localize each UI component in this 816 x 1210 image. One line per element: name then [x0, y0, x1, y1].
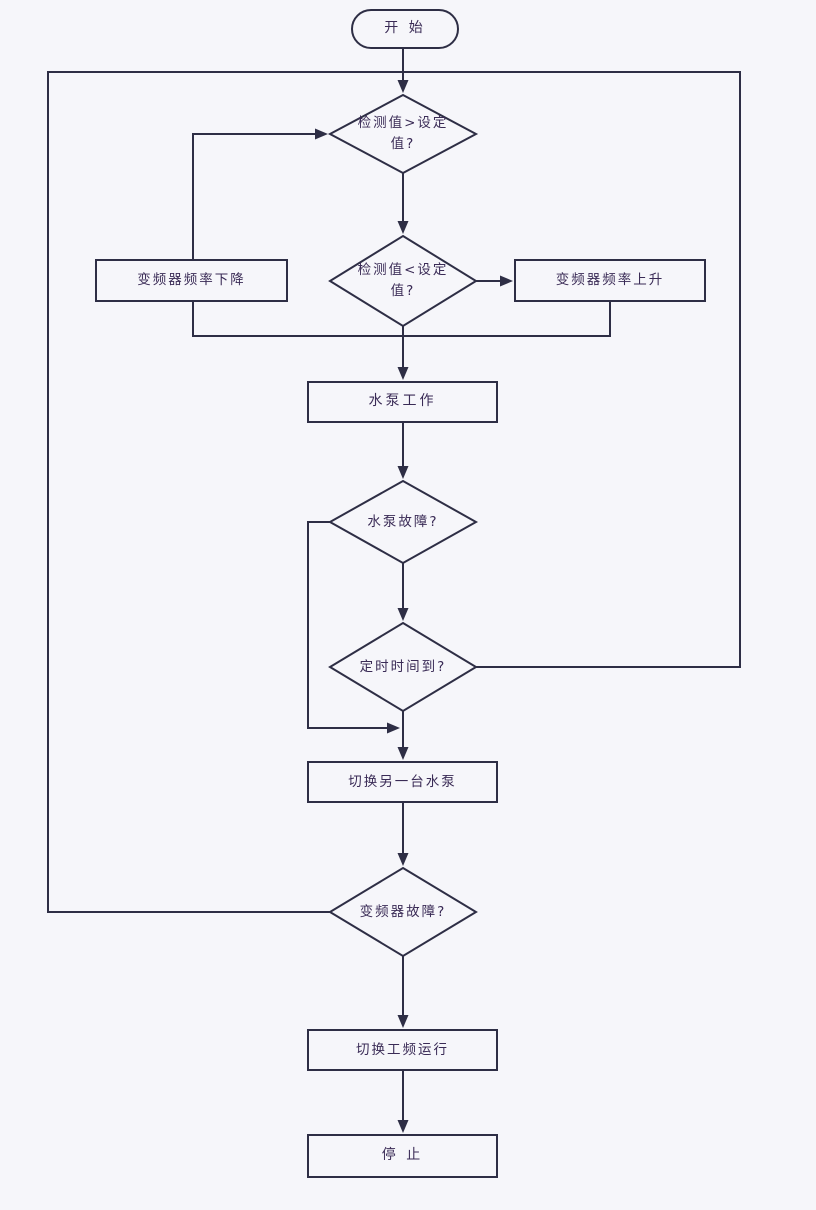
- connector-freq-up-merge: [403, 301, 611, 337]
- freq-up-process-shape: [514, 259, 706, 302]
- freq-up-node-label: 变频器频率上升: [555, 272, 665, 289]
- stop-process-shape: [307, 1134, 498, 1178]
- inverter-fault-node-label: 变频器故障?: [359, 903, 447, 920]
- pump-work-process-shape: [307, 381, 498, 423]
- start-terminator-shape: [351, 9, 459, 49]
- freq-down-node-label: 变频器频率下降: [137, 272, 246, 289]
- connector-feedback-loop: [47, 71, 741, 913]
- timer-due-decision-shape: [328, 621, 478, 713]
- stop-node-label: 停 止: [381, 1147, 424, 1164]
- check-below-node-label: 检测值<设定值?: [357, 262, 449, 299]
- connector-freq-down-to-check-above: [192, 128, 328, 260]
- start-node-label: 开 始: [384, 20, 426, 37]
- connector-freq-down-merge: [192, 301, 403, 337]
- pump-work-node-label: 水泵工作: [368, 393, 437, 410]
- power-freq-process-shape: [307, 1029, 498, 1071]
- inverter-fault-decision-shape: [328, 866, 478, 958]
- freq-down-process-shape: [95, 259, 288, 302]
- switch-pump-node-label: 切换另一台水泵: [348, 773, 457, 790]
- timer-due-node-label: 定时时间到?: [359, 658, 447, 675]
- power-freq-node-label: 切换工频运行: [356, 1041, 449, 1058]
- connector-pump-fault-bypass: [307, 521, 400, 734]
- pump-fault-decision-shape: [327, 479, 479, 565]
- check-below-decision-shape: [328, 234, 478, 328]
- switch-pump-process-shape: [307, 761, 498, 803]
- check-above-decision-shape: [327, 93, 479, 175]
- check-above-node-label: 检测值>设定值?: [357, 115, 449, 152]
- pump-fault-node-label: 水泵故障?: [367, 513, 439, 530]
